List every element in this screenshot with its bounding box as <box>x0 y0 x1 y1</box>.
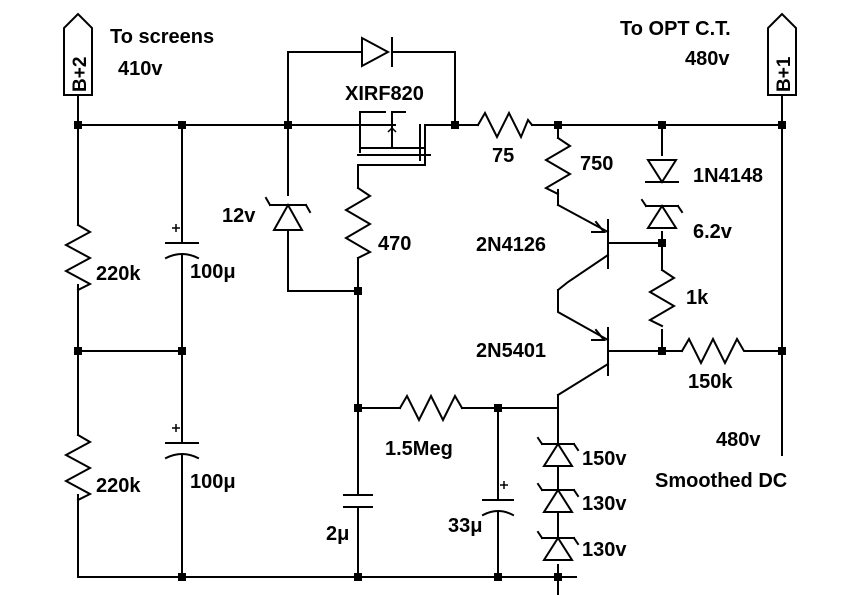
label-33u: 33μ <box>448 515 482 537</box>
resistor-1-5meg <box>398 393 464 423</box>
port-b1-label: B+1 <box>774 56 795 92</box>
zener-130v-b <box>536 530 580 561</box>
label-2n5401: 2N5401 <box>476 340 546 362</box>
resistor-750 <box>543 136 572 196</box>
b2-note-line1: To screens <box>110 26 214 48</box>
port-b2: B+2 <box>63 12 93 126</box>
transistor-2n5401 <box>556 289 610 397</box>
label-470: 470 <box>378 233 411 255</box>
resistor-220k-bottom <box>63 433 93 502</box>
port-b2-label: B+2 <box>70 57 91 92</box>
diode-feedback <box>361 36 393 68</box>
label-1n4148: 1N4148 <box>693 165 763 187</box>
label-2n4126: 2N4126 <box>476 234 546 256</box>
b1-note-line1: To OPT C.T. <box>620 18 731 40</box>
b1-note-line2: 480v <box>685 48 730 70</box>
resistor-470 <box>344 186 373 260</box>
label-220k-top: 220k <box>96 263 141 285</box>
label-12v: 12v <box>222 205 256 227</box>
junction-dots <box>74 121 786 581</box>
zener-6-2v <box>640 198 684 229</box>
label-1-5meg: 1.5Meg <box>385 438 453 460</box>
zener-150v <box>536 436 580 489</box>
label-100u-bottom: 100μ <box>190 471 236 493</box>
label-130v-a: 130v <box>582 493 627 515</box>
resistor-1k <box>647 268 676 328</box>
label-130v-b: 130v <box>582 539 627 561</box>
capacitor-2u <box>343 494 373 508</box>
label-mosfet: XIRF820 <box>345 83 424 105</box>
label-100u-top: 100μ <box>190 261 236 283</box>
component-labels: XIRF820 75 750 1N4148 6.2v 12v 470 2N412… <box>96 83 787 561</box>
resistor-150k <box>680 336 749 366</box>
zener-12v <box>264 196 312 231</box>
label-150k: 150k <box>688 371 733 393</box>
label-r750: 750 <box>580 153 613 175</box>
diode-1n4148 <box>645 159 679 184</box>
mosfet-xirf820 <box>357 111 431 166</box>
resistor-75 <box>476 110 534 140</box>
label-220k-bottom: 220k <box>96 475 141 497</box>
label-1k: 1k <box>686 287 709 309</box>
transistor-2n4126 <box>556 203 610 292</box>
capacitor-100u-top <box>164 224 200 260</box>
capacitor-100u-bottom <box>164 424 200 460</box>
b2-note-line2: 410v <box>118 58 163 80</box>
output-description: Smoothed DC <box>655 470 787 492</box>
port-b1: B+1 <box>767 12 797 126</box>
label-2u: 2μ <box>326 523 349 545</box>
label-150v: 150v <box>582 448 627 470</box>
resistor-220k-top <box>63 223 93 292</box>
label-6-2v: 6.2v <box>693 221 733 243</box>
wires <box>77 51 783 595</box>
capacitor-33u <box>481 481 515 517</box>
output-voltage: 480v <box>716 429 761 451</box>
label-r75: 75 <box>492 145 514 167</box>
zener-130v-a <box>536 482 580 537</box>
